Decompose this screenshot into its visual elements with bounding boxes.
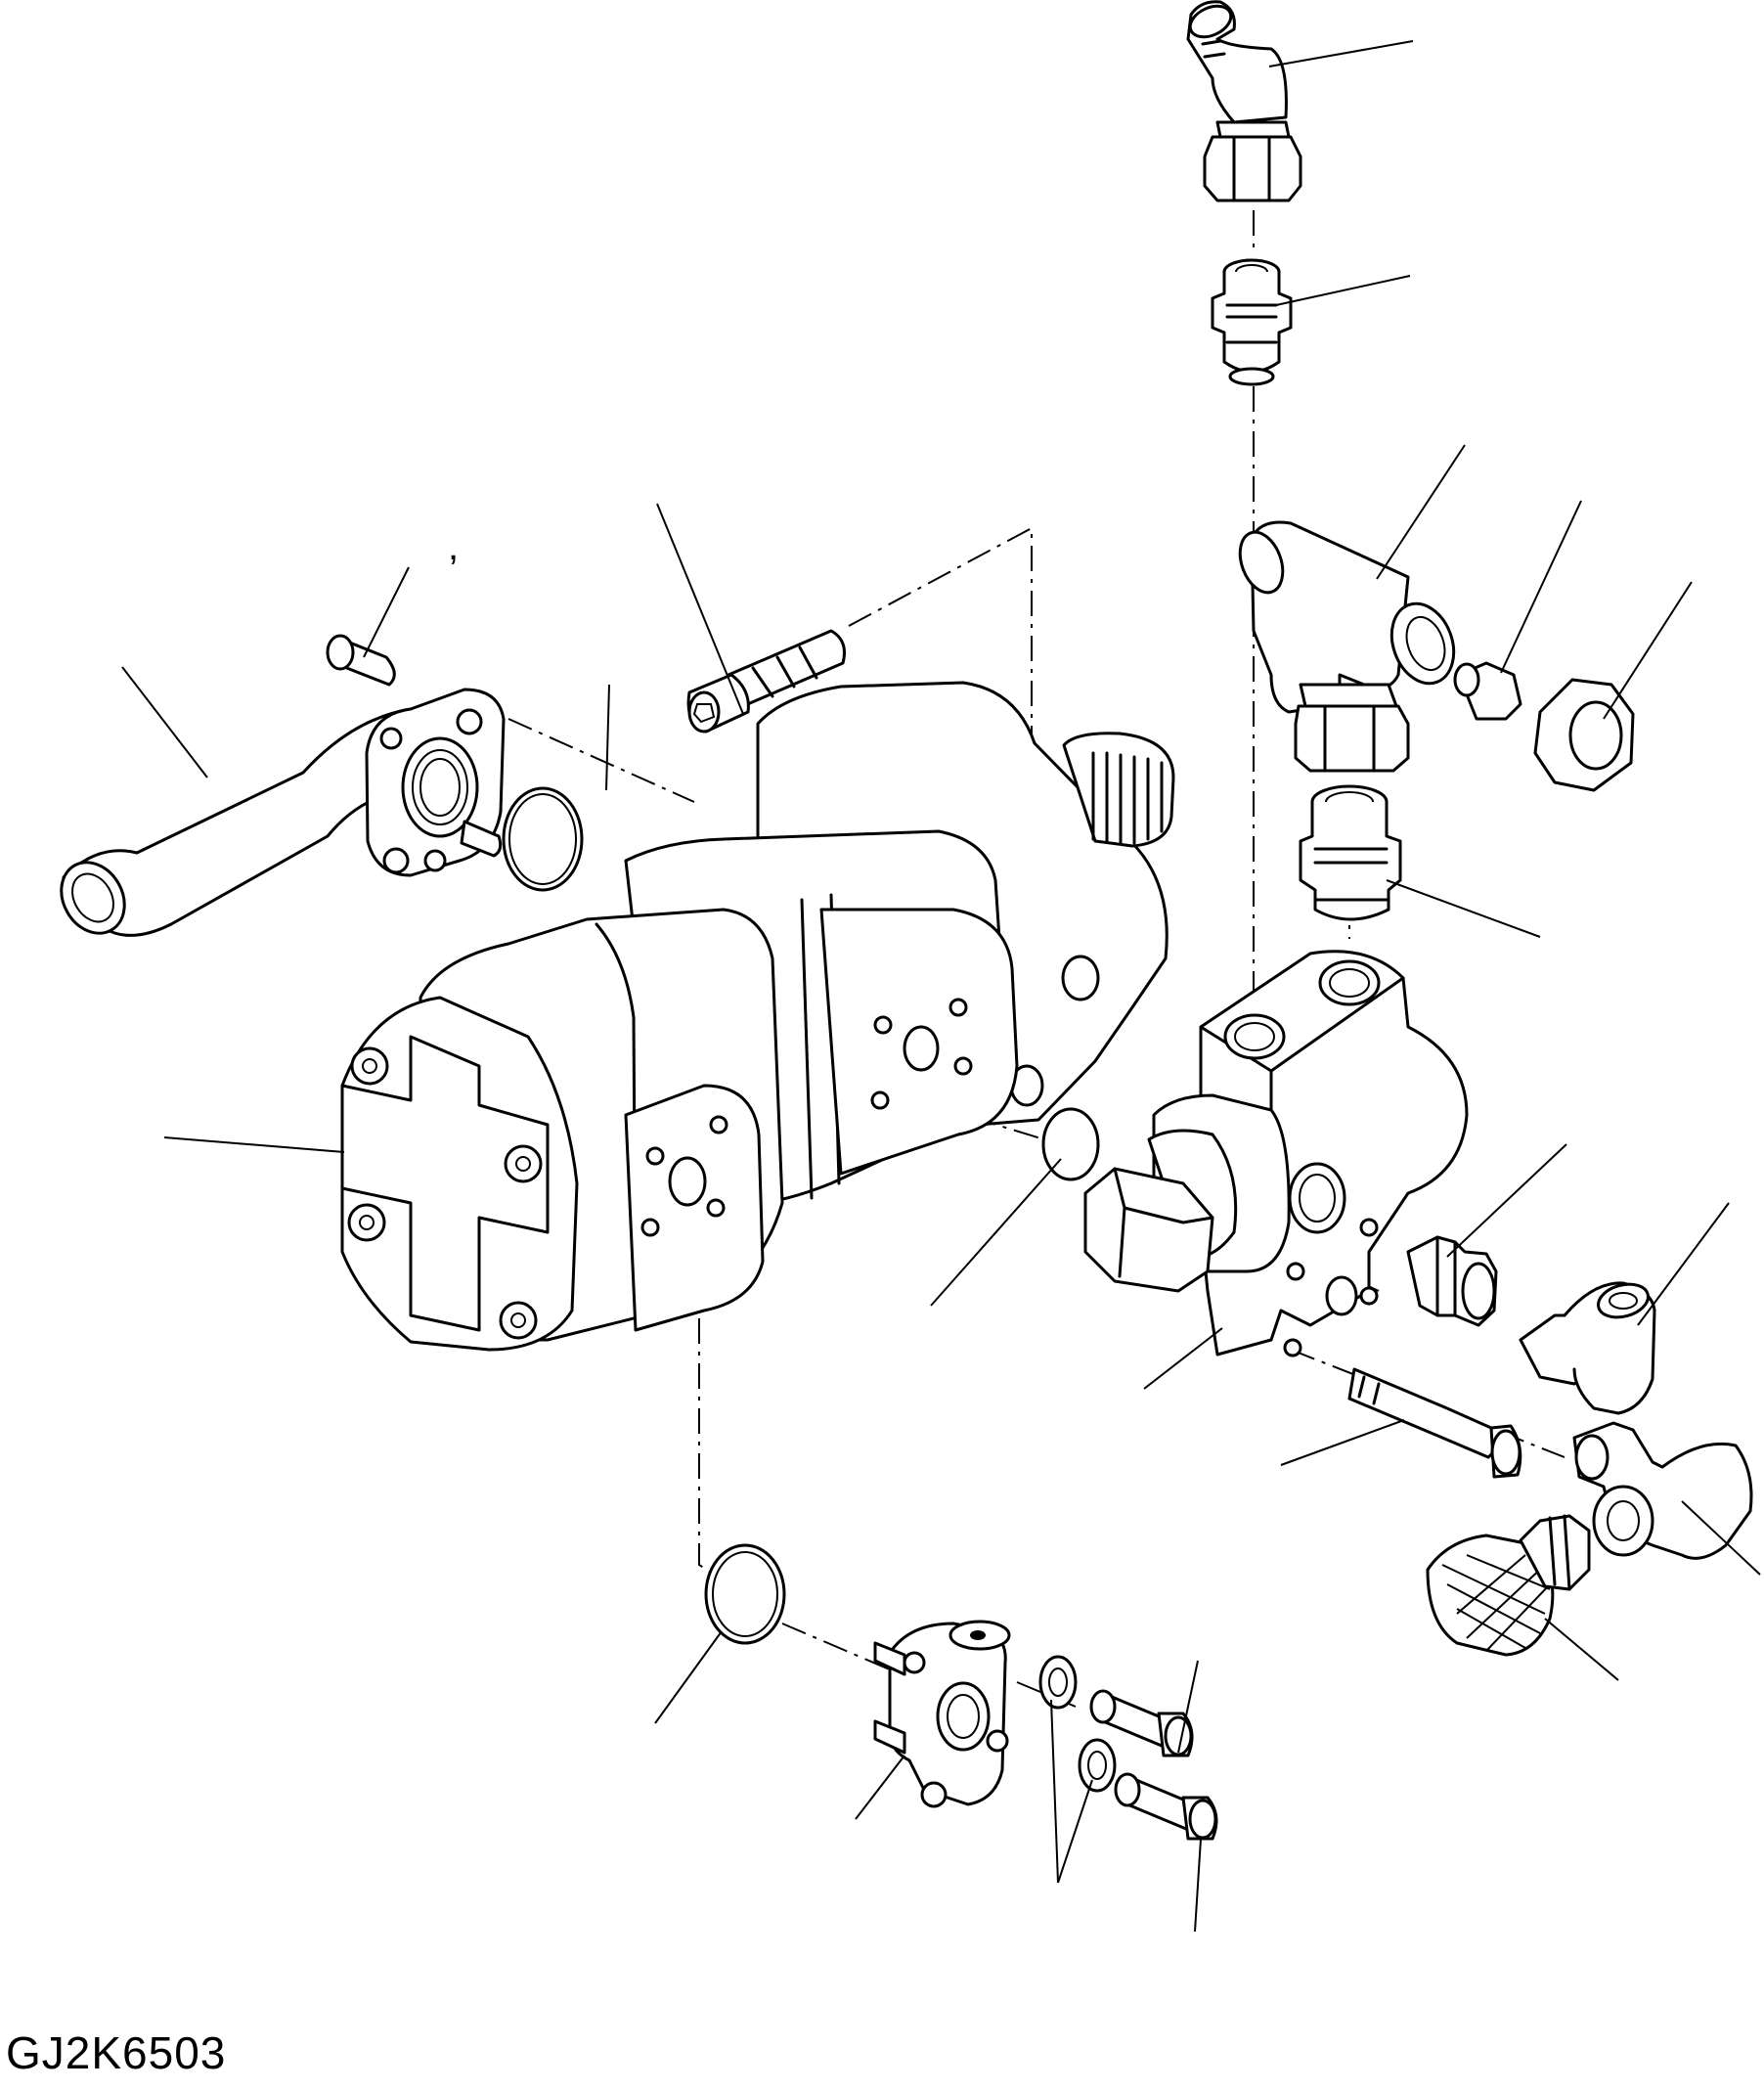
plug — [1453, 661, 1522, 721]
outlet-flange — [873, 1620, 1011, 1808]
valve-top-port — [1223, 1013, 1286, 1060]
end-cover-cross-plate — [340, 1035, 550, 1332]
valve-side-port — [1288, 1162, 1346, 1234]
valve-lower-port — [1325, 1275, 1358, 1316]
washer — [1078, 1738, 1117, 1793]
relief-valve-cartridge — [1083, 1129, 1238, 1293]
long-cap-screw-right — [1347, 1367, 1522, 1479]
connector-fitting — [1299, 784, 1402, 921]
pump-side-port-face — [624, 1084, 765, 1332]
lower-o-ring — [704, 1543, 786, 1645]
drive-shaft — [1062, 732, 1175, 848]
elbow-fitting-right — [1519, 1281, 1656, 1415]
pump-inlet-port — [668, 1156, 707, 1207]
end-cover-bolt-heads — [347, 1046, 543, 1340]
suction-hose — [60, 707, 413, 937]
elbow-fitting-lower — [1572, 1421, 1753, 1560]
tee-fitting — [1238, 520, 1456, 773]
stray-mark: , — [448, 525, 460, 568]
valve-top-port — [1318, 959, 1381, 1006]
pump-mounting-cap-screw — [686, 629, 846, 734]
gear-pump — [340, 681, 1175, 1352]
drawing-code: GJ2K6503 — [6, 2027, 227, 2078]
elbow-fitting-top — [1186, 0, 1302, 202]
flange-bolt-hole — [1061, 955, 1100, 1001]
leader-lines — [121, 40, 1761, 1933]
flange-cap-screw-lower — [1114, 1772, 1218, 1841]
hex-nut — [1533, 678, 1635, 792]
flange-stud — [460, 820, 503, 858]
o-ring — [502, 786, 584, 892]
adapter-right — [1406, 1235, 1498, 1327]
flange-cap-screw — [326, 634, 396, 687]
straight-adapter — [1211, 258, 1293, 386]
flange-cap-screw-lower — [1089, 1689, 1194, 1757]
washer — [1038, 1655, 1078, 1710]
breather-filter — [1426, 1514, 1591, 1657]
pump-outlet-port — [903, 1025, 940, 1072]
port-o-ring — [1041, 1107, 1100, 1181]
